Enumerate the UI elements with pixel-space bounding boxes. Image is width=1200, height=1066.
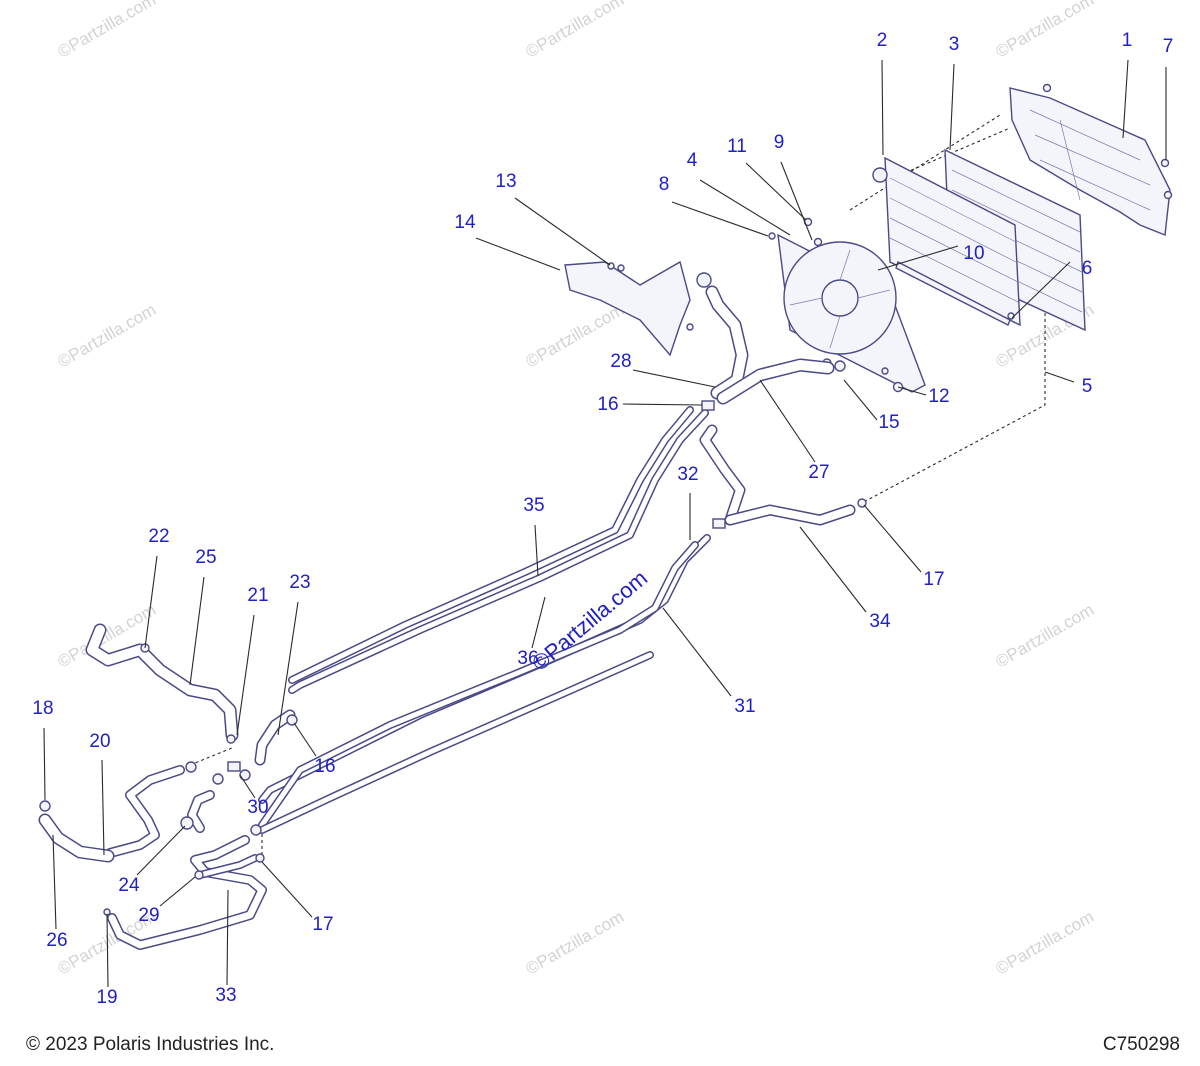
callout-28: 28	[610, 351, 631, 372]
callout-24: 24	[118, 875, 140, 896]
callout-17: 17	[312, 914, 333, 935]
fastener-glyphs	[607, 83, 1173, 393]
callout-36: 36	[517, 648, 538, 669]
callout-7: 7	[1163, 36, 1174, 57]
callout-26: 26	[46, 930, 67, 951]
callout-10: 10	[963, 243, 984, 264]
callout-22: 22	[148, 526, 169, 547]
watermark-layer: ©Partzilla.com ©Partzilla.com ©Partzilla.c…	[55, 0, 1098, 978]
callout-33: 33	[215, 985, 236, 1006]
callout-17: 17	[923, 569, 944, 590]
copyright-notice: © 2023 Polaris Industries Inc.	[26, 1034, 275, 1055]
hose-core	[87, 625, 237, 740]
hose-core	[707, 287, 747, 398]
callout-13: 13	[495, 171, 516, 192]
watermark-text: ©Partzilla.com	[993, 600, 1098, 671]
callout-16: 16	[314, 756, 335, 777]
figure-code: C750298	[1102, 1034, 1180, 1055]
callout-11: 11	[727, 136, 747, 157]
callout-21: 21	[247, 585, 268, 606]
watermark-text: ©Partzilla.com	[523, 0, 628, 61]
hose-core	[259, 542, 698, 828]
hose-core	[701, 426, 744, 524]
hose-core	[188, 791, 214, 832]
callout-4: 4	[687, 150, 698, 171]
splash-shield-part	[564, 260, 691, 357]
hose-core	[256, 711, 294, 764]
watermark-text: ©Partzilla.com	[993, 0, 1098, 61]
callout-27: 27	[808, 462, 829, 483]
watermark-text: ©Partzilla.com	[523, 907, 628, 978]
callout-29: 29	[138, 905, 159, 926]
callout-18: 18	[32, 698, 53, 719]
callout-12: 12	[928, 386, 949, 407]
callout-leader-lines	[43, 59, 1167, 988]
callout-32: 32	[677, 464, 698, 485]
assembly-guide-lines	[189, 114, 1046, 862]
fan-shroud-part	[1009, 87, 1171, 236]
callout-34: 34	[869, 611, 891, 632]
hose-core	[108, 836, 266, 949]
callout-30: 30	[247, 797, 268, 818]
hose-core	[289, 410, 708, 693]
callout-3: 3	[949, 34, 960, 55]
hose-core	[259, 652, 653, 833]
watermark-text: ©Partzilla.com	[993, 907, 1098, 978]
hose-outline	[85, 623, 239, 742]
hose-core	[726, 506, 854, 524]
hose-core	[106, 766, 184, 857]
hose-outline	[288, 406, 694, 684]
seal-strip-part	[895, 261, 1011, 326]
hose-core	[40, 815, 113, 861]
callout-1: 1	[1122, 30, 1133, 51]
watermark-text: ©Partzilla.com	[55, 300, 160, 371]
callout-14: 14	[454, 212, 476, 233]
callout-25: 25	[195, 547, 216, 568]
hose-core	[718, 360, 833, 403]
callout-9: 9	[774, 132, 785, 153]
callout-8: 8	[659, 174, 670, 195]
fan-assembly-part	[777, 233, 926, 393]
callout-16: 16	[597, 394, 618, 415]
hose-core	[289, 407, 693, 683]
callout-23: 23	[289, 572, 310, 593]
callout-19: 19	[96, 987, 117, 1008]
coolant-hose-layer	[38, 285, 856, 950]
callout-5: 5	[1082, 376, 1093, 397]
watermark-text: ©Partzilla.com	[55, 0, 160, 61]
condenser-core-part	[872, 156, 1021, 327]
callout-6: 6	[1082, 258, 1093, 279]
callout-20: 20	[89, 731, 110, 752]
callout-31: 31	[734, 696, 755, 717]
callout-35: 35	[523, 495, 544, 516]
callout-15: 15	[878, 412, 899, 433]
callout-2: 2	[877, 30, 888, 51]
hose-core	[197, 855, 258, 878]
